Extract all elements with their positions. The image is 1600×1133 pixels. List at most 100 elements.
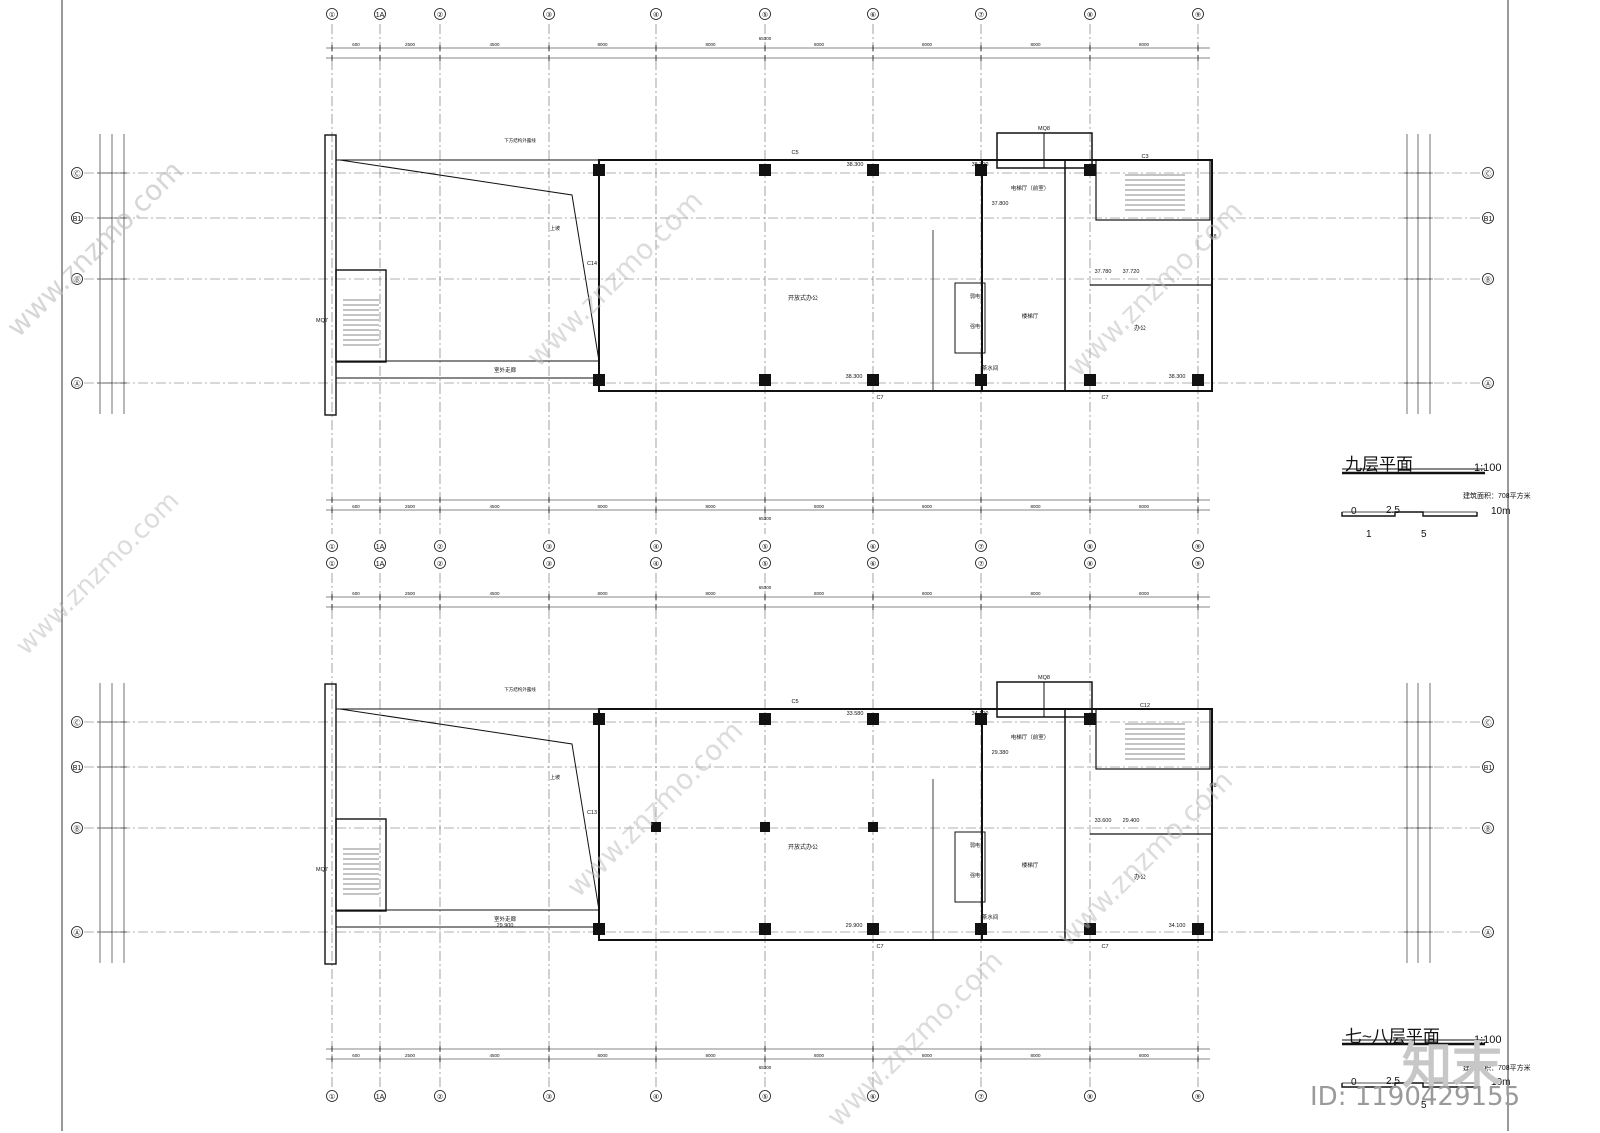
floor78-dim-text: 8000	[922, 1053, 933, 1058]
floor78-slope-line	[339, 708, 600, 911]
floor78-west-stair	[335, 818, 387, 912]
floor78-window-tag: C7	[876, 944, 883, 950]
floor78-stair-core	[1095, 708, 1211, 770]
floor9-window-tag: C7	[1101, 395, 1108, 401]
plan-annotations: 开放式办公电梯厅（前室）楼梯厅办公室外走廊茶水间弱电强电上坡下方结构外露线38.…	[316, 126, 1216, 950]
floor78-col-label: ⑦	[978, 560, 984, 568]
scale-label-0: 0	[1351, 506, 1357, 517]
floor9-label-strong: 强电	[970, 323, 980, 330]
floor9-dim-text: 600	[352, 42, 360, 47]
floor9-column	[759, 374, 771, 386]
floor9-west-wall	[324, 134, 337, 416]
floor9-column	[1192, 374, 1204, 386]
floor9-dim-text: 8000	[1030, 42, 1041, 47]
floor78-column	[759, 713, 771, 725]
floor78-row-label: Ⓐ	[74, 929, 81, 937]
floor78-dim-text: 600	[352, 1053, 360, 1058]
floor78-level: 34.100	[972, 711, 989, 717]
floor78-dim-text: 8000	[1139, 591, 1150, 596]
floor9-col-bubble	[975, 8, 987, 20]
floor9-label-tea: 茶水间	[982, 364, 999, 372]
floor78-column	[867, 923, 879, 935]
floor9-row-bubble	[1482, 377, 1494, 389]
scale2-label-0: 0	[1351, 1077, 1357, 1088]
floor78-window-tag: C8	[1209, 783, 1216, 789]
floor9-dim-text: 2500	[405, 504, 416, 509]
floor78-column	[975, 713, 987, 725]
floor78-row-label: Ⓐ	[1485, 929, 1492, 937]
floor9-dim-text: 8000	[1139, 504, 1150, 509]
floor78-col-bubble	[650, 557, 662, 569]
floor78-col-bubble	[1192, 1090, 1204, 1102]
floor78-dim-text: 8000	[705, 591, 716, 596]
floor9-row-bubble	[1482, 273, 1494, 285]
floor78-row-bubble	[71, 926, 83, 938]
floor78-row-label: Ⓒ	[74, 719, 81, 727]
floor9-level: 38.300	[846, 374, 863, 380]
floor9-col-label: ⑨	[1195, 543, 1201, 551]
floor9-col-label: ⑧	[1087, 543, 1093, 551]
floor9-row-label: Ⓒ	[1485, 170, 1492, 178]
floor9-window-tag: C8	[1209, 234, 1216, 240]
floor78-window-tag: C13	[587, 810, 597, 816]
floor9-row-bubble	[71, 212, 83, 224]
floor78-label-weak: 弱电	[970, 842, 980, 849]
floor78-col-label: ⑨	[1195, 560, 1201, 568]
floor78-window-tag: MQ8	[1038, 675, 1050, 681]
floor78-col-label: ⑧	[1087, 560, 1093, 568]
scale2-label-10m: 10m	[1491, 1077, 1511, 1088]
floor78-col-label: ⑤	[762, 560, 768, 568]
floor9-window-tag: C5	[791, 150, 798, 156]
floor78-row-bubble	[1482, 761, 1494, 773]
floor78-dim-text: 8000	[814, 591, 825, 596]
floor78-column	[1192, 923, 1204, 935]
floor78-col-bubble	[975, 1090, 987, 1102]
floor78-dim-text: 4500	[489, 1053, 500, 1058]
floor9-col-bubble	[759, 8, 771, 20]
floor78-col-label: ⑤	[762, 1093, 768, 1101]
floor78-label-office: 办公	[1134, 873, 1146, 881]
floor78-column	[975, 923, 987, 935]
floor9-label-terrace: 室外走廊	[494, 366, 517, 374]
floor9-window-tag: C14	[587, 261, 597, 267]
floor9-row-bubble	[1482, 167, 1494, 179]
floor78-label-stair-hall: 楼梯厅	[1022, 861, 1039, 869]
floor78-col-bubble	[543, 557, 555, 569]
floor78-col-bubble	[434, 557, 446, 569]
floor9-col-label: ①	[329, 11, 335, 19]
floor9-label-stair-hall: 楼梯厅	[1022, 312, 1039, 320]
floor78-level: 34.100	[1169, 923, 1186, 929]
floor9-area-note: 建筑面积：708平方米	[1463, 493, 1531, 500]
floor78-col-bubble	[326, 557, 338, 569]
floor78-col-bubble	[1192, 557, 1204, 569]
floor9-column	[1084, 164, 1096, 176]
floor78-column	[868, 822, 878, 832]
floor78-level: 29.400	[1123, 818, 1140, 824]
floor78-corridor	[335, 909, 600, 928]
floor9-col-bubble	[434, 8, 446, 20]
floor9-west-stair	[335, 269, 387, 363]
floor9-dim-text: 2500	[405, 42, 416, 47]
floor9-row-label: Ⓑ	[74, 276, 81, 284]
floor78-col-label: ⑦	[978, 1093, 984, 1101]
floor78-col-bubble	[1084, 1090, 1096, 1102]
floor78-col-label: ⑨	[1195, 1093, 1201, 1101]
grid-lines	[84, 24, 1482, 1089]
floor78-row-bubble	[71, 716, 83, 728]
floor78-col-label: ④	[653, 560, 659, 568]
floor9-dim-text: 8000	[1030, 504, 1041, 509]
floor78-dim-total: 65300	[759, 1065, 772, 1070]
floor78-col-bubble	[326, 1090, 338, 1102]
floor78-level: 33.600	[1095, 818, 1112, 824]
floor9-column	[593, 164, 605, 176]
floor78-column	[651, 822, 661, 832]
floor9-col-bubble	[650, 8, 662, 20]
floor9-title: 九层平面	[1345, 455, 1413, 474]
floor9-col-bubble	[543, 8, 555, 20]
floor78-dim-text: 8000	[1139, 1053, 1150, 1058]
floor9-col-bubble	[1192, 540, 1204, 552]
floor78-row-label: Ⓒ	[1485, 719, 1492, 727]
floor9-dim-total: 65300	[759, 516, 772, 521]
floor9-dim-text: 8000	[597, 42, 608, 47]
floor9-dim-text: 8000	[922, 42, 933, 47]
